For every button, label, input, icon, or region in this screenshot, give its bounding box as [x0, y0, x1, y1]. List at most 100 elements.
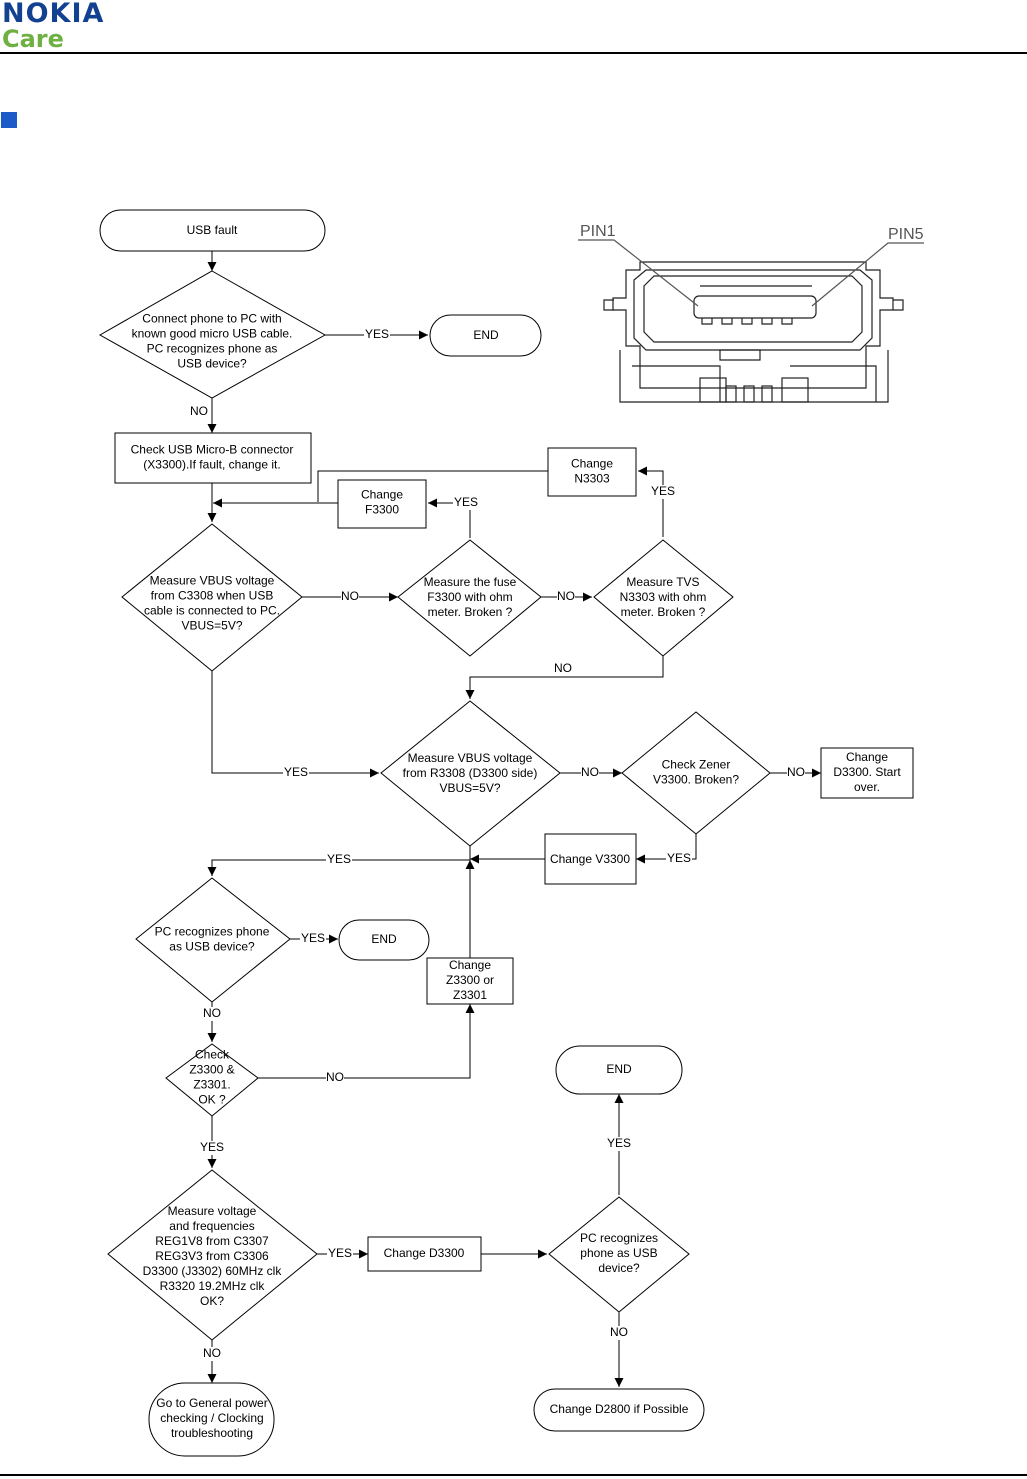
node-text-usb-fault: USB fault	[187, 223, 238, 237]
edge-label-no: NO	[341, 589, 359, 603]
node-text-measure-fuse: F3300 with ohm	[427, 590, 512, 604]
node-change-f3300	[337, 479, 427, 529]
node-text-change-z3300: Z3300 or	[446, 973, 494, 987]
edge-label-bg	[364, 328, 390, 342]
edge-label-no: NO	[557, 589, 575, 603]
node-text-check-z3300: OK ?	[198, 1093, 226, 1107]
node-text-check-z3300: Z3300 &	[189, 1063, 234, 1077]
node-text-end-1: END	[473, 328, 499, 342]
edge-label-no: NO	[203, 1346, 221, 1360]
edge-label-yes: YES	[328, 1246, 352, 1260]
node-text-measure-fuse: Measure the fuse	[424, 575, 517, 589]
node-change-d3300	[367, 1236, 482, 1272]
edge-label-bg	[203, 1347, 221, 1361]
node-text-measure-tvs: Measure TVS	[626, 575, 699, 589]
node-text-pc-recognizes-2: device?	[598, 1261, 640, 1275]
node-text-end-2: END	[371, 932, 397, 946]
node-text-measure-voltage-freq: OK?	[200, 1294, 224, 1308]
node-text-check-z3300: Check	[195, 1048, 230, 1062]
node-text-end-3: END	[606, 1062, 632, 1076]
node-end-3	[555, 1045, 683, 1095]
node-text-measure-vbus-r3308: from R3308 (D3300 side)	[403, 766, 538, 780]
node-text-measure-fuse: meter. Broken ?	[428, 605, 513, 619]
edge-label-no: NO	[554, 661, 572, 675]
node-measure-vbus-r3308	[380, 700, 561, 847]
node-measure-voltage-freq	[107, 1169, 318, 1341]
node-text-measure-voltage-freq: R3320 19.2MHz clk	[160, 1279, 266, 1293]
node-text-connect-pc: known good micro USB cable.	[132, 327, 293, 341]
node-change-z3300	[426, 957, 514, 1005]
node-text-measure-voltage-freq: REG3V3 from C3306	[155, 1249, 269, 1263]
node-pc-recognizes-1	[135, 877, 291, 1003]
node-check-connector	[114, 432, 312, 484]
node-text-measure-voltage-freq: REG1V8 from C3307	[155, 1234, 269, 1248]
node-text-pc-recognizes-2: PC recognizes	[580, 1231, 658, 1245]
edge-label-bg	[666, 852, 692, 866]
edge-label-no: NO	[610, 1325, 628, 1339]
node-text-connect-pc: USB device?	[177, 357, 247, 371]
node-change-v3300	[544, 833, 637, 885]
node-text-change-n3303: N3303	[574, 472, 610, 486]
node-measure-fuse	[397, 539, 542, 657]
edge-label-bg	[610, 1326, 628, 1340]
node-text-measure-vbus-c3308: VBUS=5V?	[181, 619, 242, 633]
edge-label-bg	[581, 766, 599, 780]
edge-label-bg	[557, 590, 575, 604]
node-text-change-z3300: Change	[449, 958, 491, 972]
node-text-connect-pc: PC recognizes phone as	[147, 342, 278, 356]
edge-label-bg	[199, 1141, 225, 1155]
edge-label-bg	[554, 662, 572, 676]
edge-label-no: NO	[787, 765, 805, 779]
node-text-change-f3300: F3300	[365, 503, 399, 517]
edge-label-no: NO	[203, 1006, 221, 1020]
node-text-measure-tvs: meter. Broken ?	[621, 605, 706, 619]
edge-label-yes: YES	[365, 327, 389, 341]
edge-label-yes: YES	[301, 931, 325, 945]
node-text-measure-vbus-r3308: VBUS=5V?	[439, 781, 500, 795]
node-text-change-f3300: Change	[361, 488, 403, 502]
header-rule	[0, 52, 1027, 54]
edge-label-no: NO	[581, 765, 599, 779]
node-text-change-n3303: Change	[571, 457, 613, 471]
node-text-check-connector: (X3300).If fault, change it.	[143, 458, 280, 472]
node-text-change-d3300-start: D3300. Start	[833, 765, 901, 779]
node-text-measure-tvs: N3303 with ohm	[620, 590, 707, 604]
edge-label-yes: YES	[284, 765, 308, 779]
node-text-measure-vbus-r3308: Measure VBUS voltage	[408, 751, 533, 765]
flow-connectors	[207, 251, 821, 1387]
footer-rule	[0, 1474, 1027, 1476]
edge-label-bg	[190, 405, 208, 419]
pin5-label: PIN5	[888, 226, 924, 243]
node-check-z3300	[165, 1043, 259, 1117]
node-text-pc-recognizes-2: phone as USB	[580, 1246, 657, 1260]
edge-label-bg	[341, 590, 359, 604]
node-pc-recognizes-2	[548, 1196, 690, 1313]
nokia-care-logo: NOKIA Care	[2, 0, 104, 51]
edge-label-bg	[453, 496, 479, 510]
node-text-measure-vbus-c3308: Measure VBUS voltage	[150, 574, 275, 588]
node-change-d3300-start	[820, 747, 914, 799]
node-text-general-power: Go to General power	[156, 1396, 267, 1410]
node-text-measure-voltage-freq: Measure voltage	[168, 1204, 257, 1218]
edge-label-bg	[326, 1071, 344, 1085]
node-text-check-zener: Check Zener	[662, 758, 731, 772]
usb-connector-drawing	[578, 239, 924, 403]
edge-label-yes: YES	[607, 1136, 631, 1150]
node-text-check-connector: Check USB Micro-B connector	[131, 443, 294, 457]
node-measure-vbus-c3308	[121, 523, 303, 672]
node-text-change-v3300: Change V3300	[550, 852, 630, 866]
flow-shapes	[98, 209, 914, 1457]
node-text-change-d3300: Change D3300	[384, 1246, 465, 1260]
node-usb-fault	[99, 209, 326, 252]
node-general-power	[148, 1382, 275, 1457]
node-check-zener	[621, 711, 771, 835]
edge-label-bg	[650, 485, 676, 499]
node-end-1	[429, 314, 542, 357]
edge-label-yes: YES	[454, 495, 478, 509]
node-measure-tvs	[593, 539, 734, 657]
node-text-change-d3300-start: over.	[854, 780, 880, 794]
edge-label-bg	[327, 1247, 353, 1261]
node-text-connect-pc: Connect phone to PC with	[142, 312, 281, 326]
